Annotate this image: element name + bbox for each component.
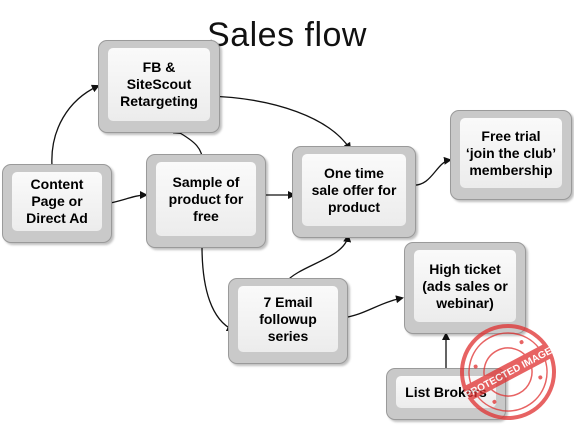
email-followup-label: 7 Email followup series xyxy=(238,286,338,352)
protected-image-stamp: PROTECTED IMAGE xyxy=(460,324,556,420)
one-time-offer-box: One time sale offer for product xyxy=(292,146,416,238)
fb-sitescout-retargeting-box: FB & SiteScout Retargeting xyxy=(98,40,220,133)
free-trial-box: Free trial ‘join the club’ membership xyxy=(450,110,572,200)
diagram-title: Sales flow xyxy=(207,16,367,54)
arrow-onetime-to-trial xyxy=(411,156,452,186)
content-page-label: Content Page or Direct Ad xyxy=(12,172,102,231)
sample-product-box: Sample of product for free xyxy=(146,154,266,248)
arrow-fb-to-onetime xyxy=(207,95,352,151)
high-ticket-label: High ticket (ads sales or webinar) xyxy=(414,250,516,322)
one-time-offer-label: One time sale offer for product xyxy=(302,154,406,226)
fb-sitescout-retargeting-label: FB & SiteScout Retargeting xyxy=(108,48,210,121)
free-trial-label: Free trial ‘join the club’ membership xyxy=(460,118,562,188)
arrow-email-to-highticket xyxy=(341,295,404,319)
arrow-content-to-sample xyxy=(109,191,148,204)
arrow-email-to-onetime xyxy=(285,234,352,283)
high-ticket-box: High ticket (ads sales or webinar) xyxy=(404,242,526,334)
content-page-box: Content Page or Direct Ad xyxy=(2,164,112,243)
arrow-sample-to-email xyxy=(201,245,235,332)
arrow-content-to-fb xyxy=(51,84,100,167)
email-followup-box: 7 Email followup series xyxy=(228,278,348,364)
sample-product-label: Sample of product for free xyxy=(156,162,256,236)
